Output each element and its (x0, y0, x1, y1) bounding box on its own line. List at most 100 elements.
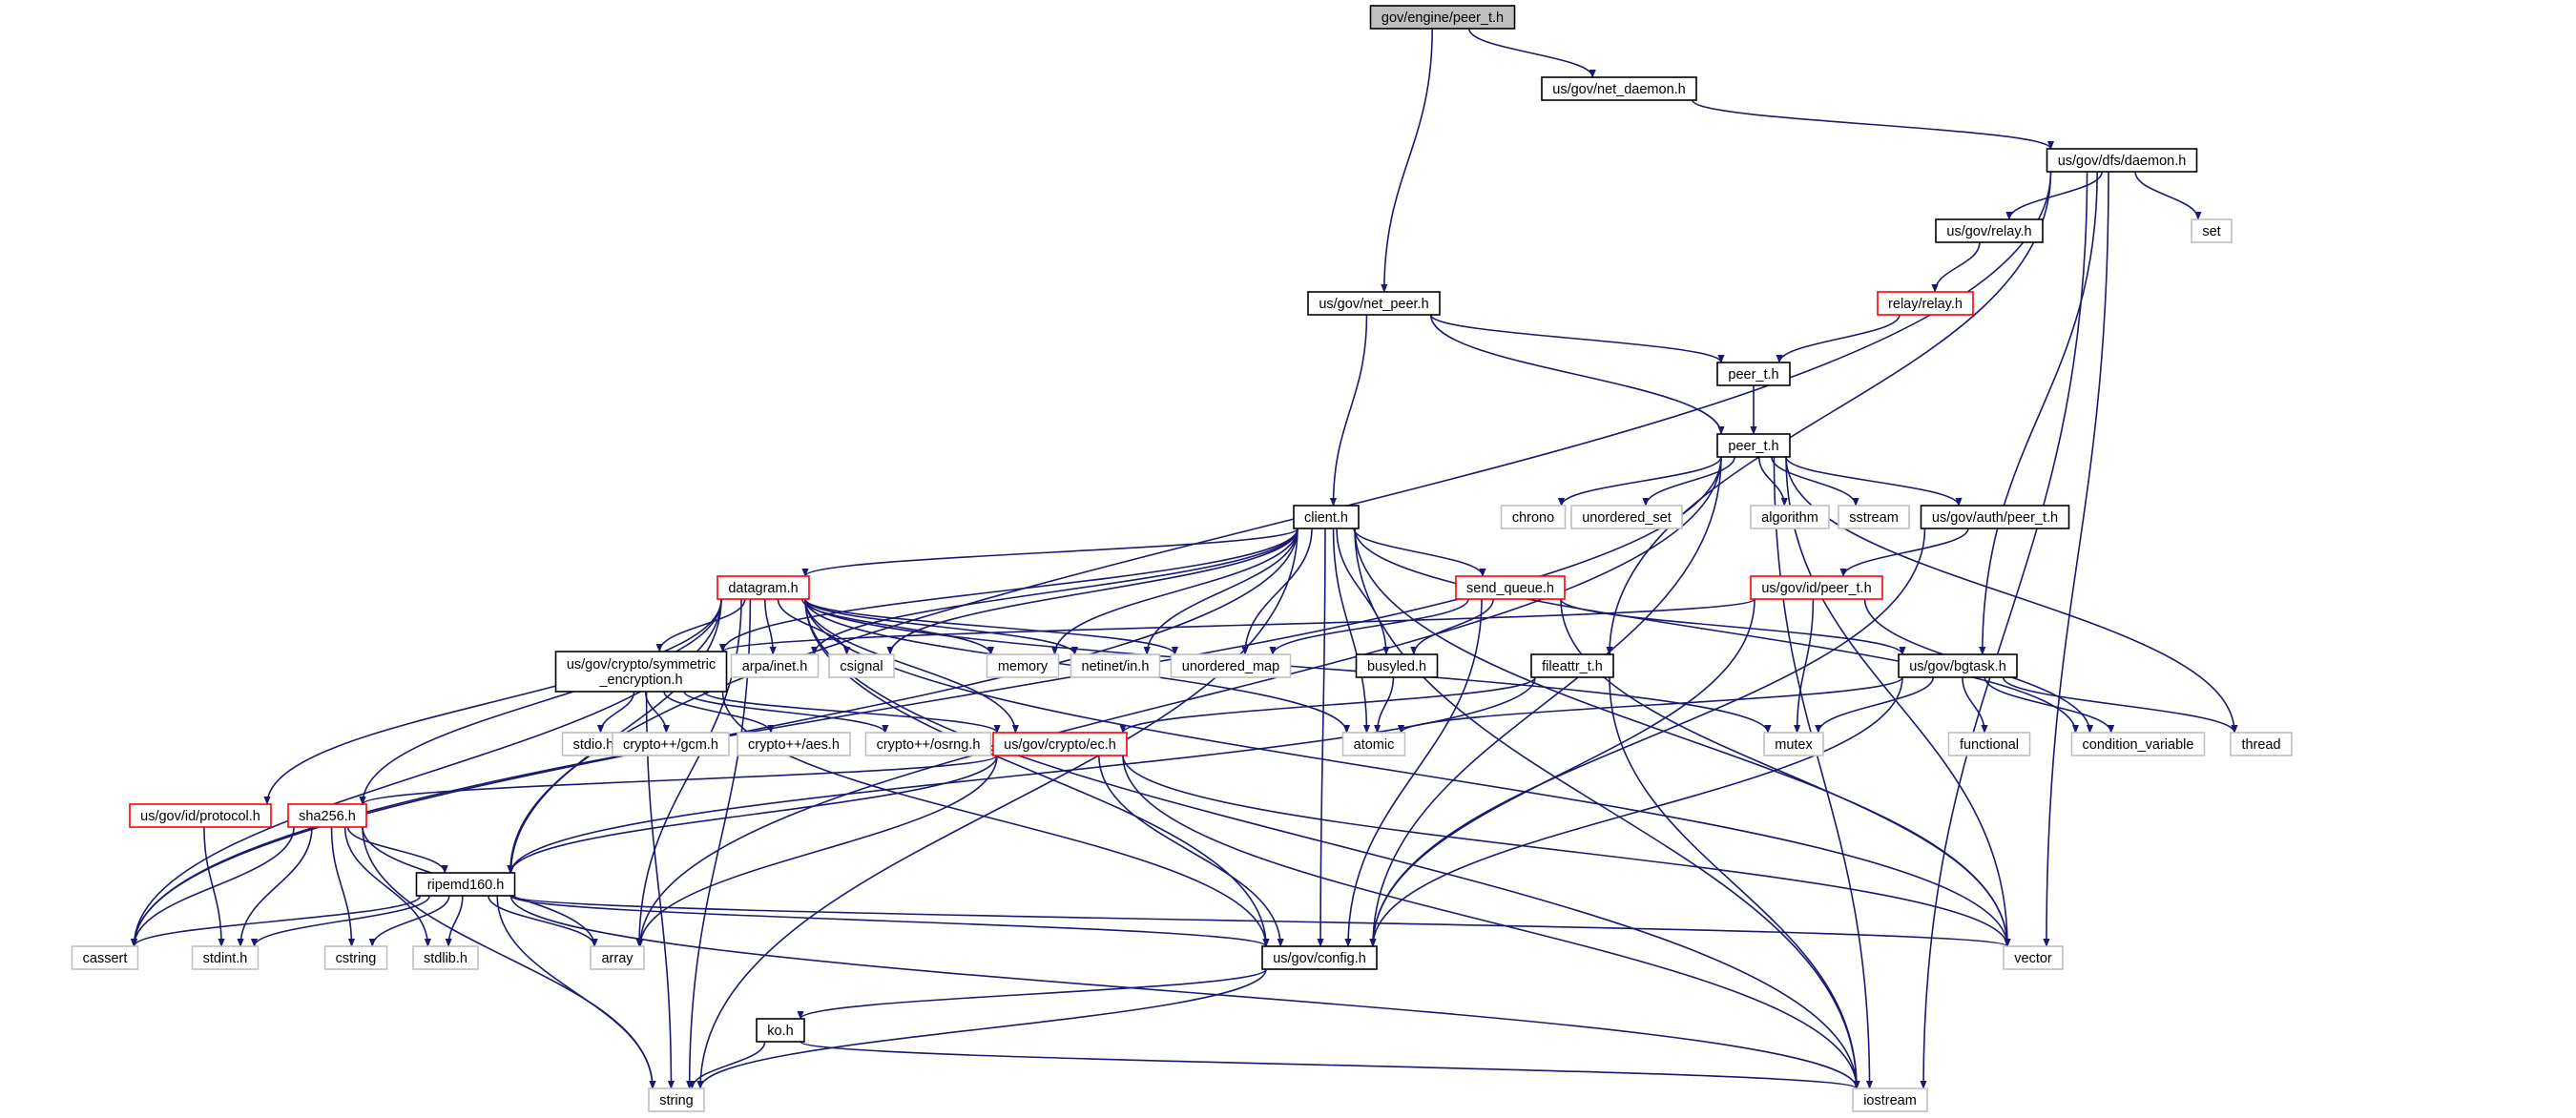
node-ko[interactable]: ko.h (756, 1018, 805, 1043)
edge-ripemd-to-cassert (131, 895, 422, 947)
edge-ripemd-to-config (509, 895, 1270, 947)
edge-config-to-string (696, 968, 1267, 1089)
node-ripemd[interactable]: ripemd160.h (415, 872, 516, 897)
node-box (828, 653, 895, 678)
edge-datagram-to-symenc (655, 598, 746, 652)
edge-client-to-datagram (801, 528, 1298, 577)
node-ec[interactable]: us/gov/crypto/ec.h (992, 732, 1128, 756)
edge-client-to-busyled (1336, 528, 1390, 655)
node-osrng: crypto++/osrng.h (864, 732, 992, 756)
node-box (864, 732, 992, 756)
node-thread: thread (2230, 732, 2293, 756)
node-array: array (590, 945, 645, 970)
node-box (323, 945, 388, 970)
node-box (1716, 433, 1791, 458)
node-label: arpa/inet.h (742, 659, 808, 674)
edge-client-to-vector (1354, 528, 2011, 947)
edge-auth-peer-to-id-peer (1839, 528, 1969, 577)
edge-symenc-to-string (645, 691, 675, 1089)
node-client[interactable]: client.h (1293, 505, 1360, 529)
node-protocol[interactable]: us/gov/id/protocol.h (129, 803, 272, 828)
node-fileattr[interactable]: fileattr_t.h (1530, 653, 1614, 678)
node-box (2070, 732, 2206, 756)
node-label: set (2202, 224, 2220, 239)
node-box (1530, 653, 1614, 678)
node-label: functional (1960, 737, 2019, 753)
node-relay-relay[interactable]: relay/relay.h (1877, 291, 1974, 316)
edge-datagram-to-arpa (764, 598, 777, 655)
node-box (730, 653, 820, 678)
node-label: unordered_set (1582, 510, 1672, 526)
node-label: us/gov/auth/peer_t.h (1932, 510, 2058, 526)
node-box (1541, 76, 1697, 101)
node-id-peer[interactable]: us/gov/id/peer_t.h (1750, 575, 1883, 600)
node-label: cstring (336, 951, 377, 966)
edge-dfs-daemon-to-bgtask (1979, 171, 2098, 655)
node-peer-t-b[interactable]: peer_t.h (1716, 433, 1791, 458)
edge-id-peer-to-config (1369, 598, 1755, 947)
edge-sha256-to-cstring (330, 826, 356, 947)
node-label: crypto++/gcm.h (623, 737, 718, 753)
node-box (1750, 505, 1830, 529)
edge-datagram-to-vector (804, 598, 2011, 947)
node-label: netinet/in.h (1082, 659, 1150, 674)
node-peer-t-a[interactable]: peer_t.h (1716, 362, 1791, 386)
edge-net-daemon-to-dfs-daemon (1692, 99, 2054, 150)
node-box (1716, 362, 1791, 386)
node-sstream: sstream (1838, 505, 1910, 529)
node-label: ko.h (767, 1024, 793, 1039)
edge-datagram-to-string (686, 598, 752, 1089)
node-send-queue[interactable]: send_queue.h (1455, 575, 1566, 600)
edge-bgtask-to-mutex (1815, 676, 1934, 734)
node-box (2003, 945, 2064, 970)
edge-datagram-to-sha256 (359, 598, 722, 805)
node-net-daemon[interactable]: us/gov/net_daemon.h (1541, 76, 1697, 101)
node-box (1920, 505, 2070, 529)
edge-ripemd-to-array (488, 895, 598, 947)
node-label: csignal (840, 659, 883, 674)
node-datagram[interactable]: datagram.h (717, 575, 810, 600)
node-box (191, 945, 260, 970)
edge-ec-to-vector (1122, 755, 2011, 947)
edge-relay-relay-to-peer-t-a (1776, 314, 1901, 363)
node-label: us/gov/id/protocol.h (140, 809, 260, 824)
node-symenc[interactable]: us/gov/crypto/symmetric_encryption.h (554, 651, 728, 693)
node-bgtask[interactable]: us/gov/bgtask.h (1898, 653, 2018, 678)
edge-bgtask-to-functional (1962, 676, 1988, 734)
edge-root-to-net-daemon (1467, 28, 1596, 78)
edge-peer-t-b-to-algorithm (1757, 456, 1788, 507)
edge-ec-to-sha256 (359, 755, 998, 805)
node-box (554, 651, 728, 693)
node-label: us/gov/crypto/ec.h (1004, 737, 1116, 753)
node-net-peer[interactable]: us/gov/net_peer.h (1307, 291, 1441, 316)
edge-peer-t-b-to-thread (1785, 456, 2238, 734)
node-cstring: cstring (323, 945, 388, 970)
node-box (129, 803, 272, 828)
node-box (737, 732, 851, 756)
node-dfs-daemon[interactable]: us/gov/dfs/daemon.h (2046, 148, 2198, 173)
edge-sha256-to-ripemd (346, 826, 448, 874)
node-label: atomic (1354, 737, 1395, 753)
node-auth-peer[interactable]: us/gov/auth/peer_t.h (1920, 505, 2070, 529)
node-box (1261, 945, 1378, 970)
node-cassert: cassert (71, 945, 139, 970)
node-sha256[interactable]: sha256.h (287, 803, 367, 828)
node-arpa: arpa/inet.h (730, 653, 820, 678)
node-config[interactable]: us/gov/config.h (1261, 945, 1378, 970)
edge-client-to-config (1317, 528, 1326, 947)
edge-send-queue-to-config (1344, 598, 1483, 947)
node-layer: gov/engine/peer_t.h us/gov/net_daemon.hus… (71, 5, 2293, 1112)
node-relay-h[interactable]: us/gov/relay.h (1935, 218, 2044, 243)
edge-datagram-to-csignal (777, 598, 851, 655)
edge-ripemd-to-stdint (250, 895, 430, 947)
node-box (612, 732, 730, 756)
edge-datagram-to-iostream (804, 598, 1860, 1089)
edge-client-to-iostream (1354, 528, 1860, 1089)
edge-peer-t-b-to-unordered-set (1642, 456, 1735, 507)
edge-ec-to-iostream (1122, 755, 1860, 1089)
edge-bgtask-to-thread (2002, 676, 2238, 734)
edge-datagram-to-ec (804, 598, 1019, 734)
node-box (1852, 1087, 1928, 1112)
node-root[interactable]: gov/engine/peer_t.h (1369, 5, 1516, 30)
node-busyled[interactable]: busyled.h (1355, 653, 1439, 678)
